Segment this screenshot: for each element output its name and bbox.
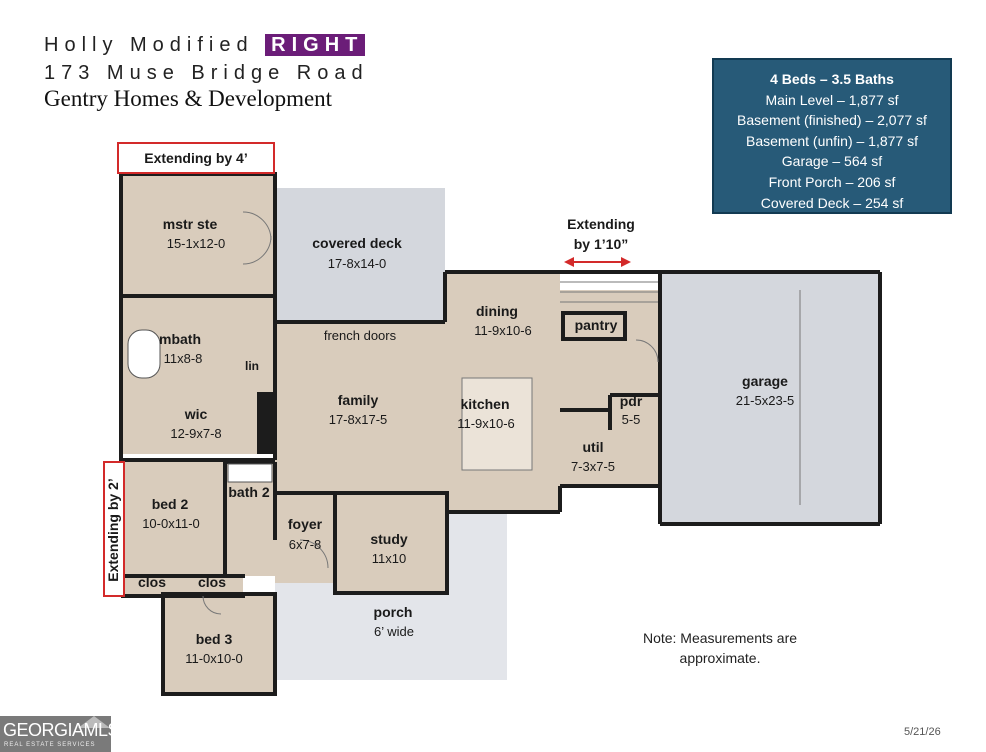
specs-front-porch: Front Porch – 206 sf bbox=[768, 173, 896, 190]
room-pantry-name: pantry bbox=[575, 317, 618, 333]
extend-2-label: Extending by 2’ bbox=[105, 478, 121, 581]
room-porch-name: porch bbox=[374, 604, 413, 620]
room-bed2-dim: 10-0x11-0 bbox=[142, 516, 200, 531]
fireplace bbox=[257, 392, 275, 454]
room-bed2-name: bed 2 bbox=[152, 496, 189, 512]
specs-beds-baths: 4 Beds – 3.5 Baths bbox=[770, 71, 894, 87]
specs-basement-unfinished: Basement (unfin) – 1,877 sf bbox=[746, 132, 918, 149]
extend-arrow-left-head bbox=[564, 257, 574, 267]
room-family-dim: 17-8x17-5 bbox=[329, 412, 388, 427]
georgia-mls-logo: GEORGIAMLS REAL ESTATE SERVICES bbox=[0, 716, 120, 752]
room-pdr-dim: 5-5 bbox=[622, 412, 641, 427]
footer-date: 5/21/26 bbox=[904, 726, 941, 738]
plan-title-highlight: RIGHT bbox=[265, 34, 366, 56]
extend-4-label: Extending by 4’ bbox=[144, 150, 247, 166]
extend-110-label-1: Extending bbox=[567, 216, 635, 232]
room-lin-name: lin bbox=[245, 359, 259, 373]
room-covered-deck-name: covered deck bbox=[312, 235, 402, 251]
extend-4-callout bbox=[117, 142, 275, 174]
room-mstr-ste-name: mstr ste bbox=[163, 216, 218, 232]
measurement-note-line2: approximate. bbox=[679, 650, 761, 666]
stair-lines bbox=[560, 281, 801, 505]
extend-arrow-right-head bbox=[621, 257, 631, 267]
specs-main-level: Main Level – 1,877 sf bbox=[765, 91, 899, 108]
room-clos2-name: clos bbox=[198, 574, 226, 590]
bath2-tub bbox=[227, 463, 273, 483]
plan-title-name: Holly Modified bbox=[44, 34, 254, 56]
extend-2-callout bbox=[103, 461, 125, 597]
room-wic-dim: 12-9x7-8 bbox=[170, 426, 221, 441]
room-kitchen-name: kitchen bbox=[460, 396, 509, 412]
room-dining-dim: 11-9x10-6 bbox=[474, 323, 532, 338]
tub bbox=[127, 329, 161, 379]
measurement-note-line1: Note: Measurements are bbox=[642, 630, 798, 646]
logo-roof-icon bbox=[78, 716, 110, 728]
room-bed3-dim: 11-0x10-0 bbox=[185, 651, 243, 666]
extend-110-label-2: by 1’10” bbox=[574, 236, 628, 252]
room-bed3-name: bed 3 bbox=[196, 631, 233, 647]
door-swings bbox=[202, 211, 659, 615]
specs-covered-deck: Covered Deck – 254 sf bbox=[760, 194, 904, 211]
room-clos1-name: clos bbox=[138, 574, 166, 590]
room-kitchen-dim: 11-9x10-6 bbox=[457, 416, 515, 431]
measurement-note: Note: Measurements are approximate. bbox=[620, 628, 820, 668]
room-garage-dim: 21-5x23-5 bbox=[736, 393, 795, 408]
kitchen-island bbox=[461, 377, 533, 471]
room-foyer-dim: 6x7-8 bbox=[289, 537, 322, 552]
logo-subtext: REAL ESTATE SERVICES bbox=[4, 742, 96, 748]
covered-deck-area bbox=[275, 188, 445, 322]
plan-address: 173 Muse Bridge Road bbox=[44, 62, 369, 84]
room-pdr-name: pdr bbox=[620, 393, 643, 409]
room-mbath-dim: 11x8-8 bbox=[164, 351, 203, 366]
plan-title: Holly Modified RIGHT bbox=[44, 34, 366, 57]
french-doors-label: french doors bbox=[324, 328, 397, 343]
room-util-name: util bbox=[583, 439, 604, 455]
specs-basement-finished: Basement (finished) – 2,077 sf bbox=[737, 112, 927, 129]
specs-box: 4 Beds – 3.5 Baths Main Level – 1,877 sf… bbox=[712, 58, 952, 214]
builder-name: Gentry Homes & Development bbox=[44, 86, 333, 111]
room-porch-dim: 6’ wide bbox=[374, 624, 414, 639]
room-study-dim: 11x10 bbox=[372, 551, 406, 566]
room-foyer-name: foyer bbox=[288, 516, 323, 532]
room-covered-deck-dim: 17-8x14-0 bbox=[328, 256, 387, 271]
room-mstr-ste-dim: 15-1x12-0 bbox=[167, 236, 226, 251]
room-garage-name: garage bbox=[742, 373, 788, 389]
logo-text: GEORGIAMLS bbox=[3, 720, 120, 740]
room-mbath-name: mbath bbox=[159, 331, 201, 347]
room-bath2-name: bath 2 bbox=[228, 484, 269, 500]
room-util-dim: 7-3x7-5 bbox=[571, 459, 615, 474]
garage-area bbox=[660, 272, 880, 524]
specs-garage: Garage – 564 sf bbox=[781, 153, 883, 170]
room-study-name: study bbox=[370, 531, 408, 547]
room-family-name: family bbox=[338, 392, 379, 408]
room-wic-name: wic bbox=[184, 406, 208, 422]
room-dining-name: dining bbox=[476, 303, 518, 319]
